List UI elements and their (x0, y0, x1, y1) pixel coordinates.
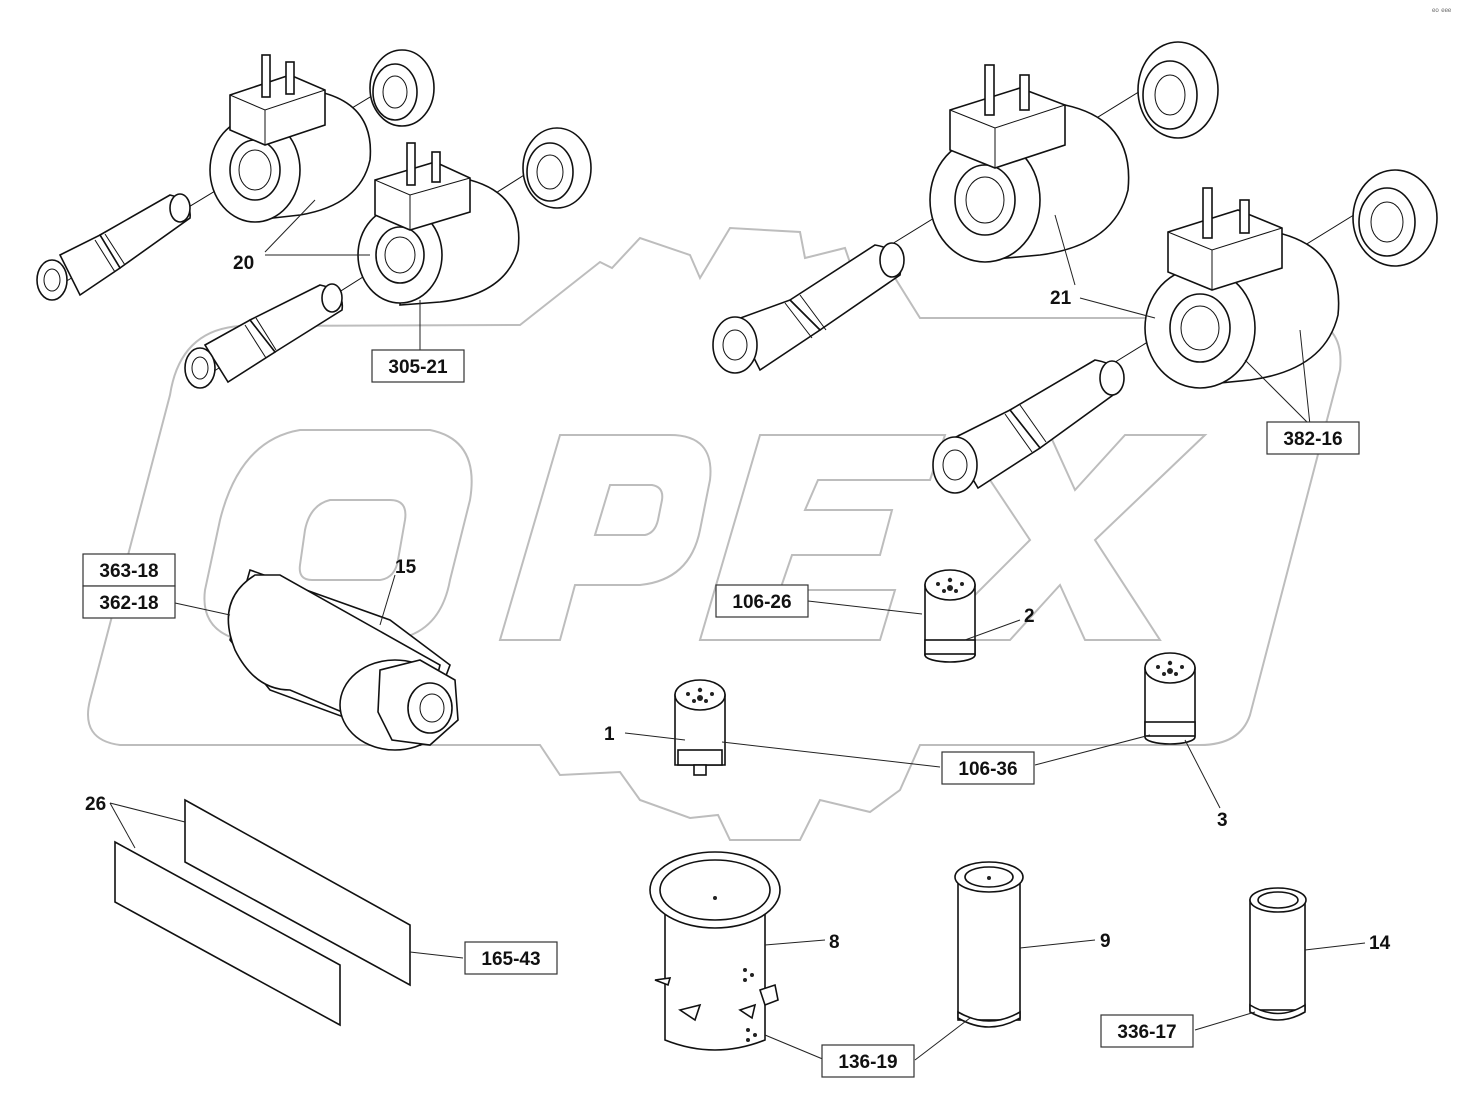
svg-text:362-18: 362-18 (99, 593, 158, 614)
spin-on-filter-1 (674, 679, 726, 776)
callout-21: 21 (1050, 288, 1072, 309)
callout-numbers: 20 21 15 2 1 3 26 8 9 14 (85, 253, 1391, 954)
cartridge-a (36, 193, 191, 301)
ref-box-363-18[interactable]: 363-18 (82, 553, 176, 587)
svg-text:382-16: 382-16 (1283, 429, 1342, 450)
corner-mark: ᵉᵒ ᵉᵉᵉ (1432, 6, 1452, 16)
callout-26: 26 (85, 794, 106, 815)
knurled-nut-d (1352, 169, 1438, 267)
coil-c (929, 64, 1130, 263)
solenoid-valve-c (712, 41, 1219, 374)
ref-box-165-43[interactable]: 165-43 (464, 941, 558, 975)
callout-1: 1 (604, 724, 615, 745)
svg-text:106-26: 106-26 (732, 592, 791, 613)
solenoid-valve-d (932, 169, 1438, 494)
knurled-nut-b (522, 127, 592, 209)
callout-8: 8 (829, 932, 840, 953)
mesh-panels-26 (114, 798, 411, 1027)
solenoid-valve-a (36, 49, 435, 301)
solenoid-valve-b (184, 127, 592, 389)
knurled-nut-c (1137, 41, 1219, 139)
spin-on-filter-2 (924, 569, 976, 663)
ref-box-336-17[interactable]: 336-17 (1100, 1014, 1194, 1048)
callout-2: 2 (1024, 606, 1035, 627)
callout-3: 3 (1217, 810, 1228, 831)
ref-box-305-21[interactable]: 305-21 (371, 349, 465, 383)
ref-box-136-19[interactable]: 136-19 (821, 1044, 915, 1078)
coil-d (1144, 187, 1340, 389)
coil-b (357, 142, 520, 306)
reference-boxes: 305-21 382-16 363-18 362-18 106-26 106-3… (82, 349, 1360, 1078)
strainer-filter-15 (227, 568, 459, 751)
callout-15: 15 (395, 557, 417, 578)
callout-9: 9 (1100, 931, 1111, 952)
svg-text:106-36: 106-36 (958, 759, 1017, 780)
ref-box-362-18[interactable]: 362-18 (82, 585, 176, 619)
leader-lines (109, 199, 1366, 1061)
tank-strainer-8 (649, 851, 781, 1051)
pleated-cartridge-14 (1249, 887, 1307, 1021)
cartridge-b (184, 283, 344, 389)
svg-text:336-17: 336-17 (1117, 1022, 1176, 1043)
svg-text:165-43: 165-43 (481, 949, 540, 970)
svg-text:136-19: 136-19 (838, 1052, 897, 1073)
cartridge-d (932, 359, 1125, 494)
spin-on-filter-3 (1144, 652, 1196, 745)
callout-14: 14 (1369, 933, 1391, 954)
coil-a (209, 54, 372, 223)
ref-box-106-26[interactable]: 106-26 (715, 584, 809, 618)
callout-20: 20 (233, 253, 254, 274)
knurled-nut-a (369, 49, 435, 127)
mesh-cartridge-9 (954, 861, 1024, 1028)
ref-box-382-16[interactable]: 382-16 (1266, 421, 1360, 455)
svg-text:305-21: 305-21 (388, 357, 448, 378)
cartridge-c (712, 242, 905, 374)
svg-text:363-18: 363-18 (99, 561, 158, 582)
ref-box-106-36[interactable]: 106-36 (941, 751, 1035, 785)
